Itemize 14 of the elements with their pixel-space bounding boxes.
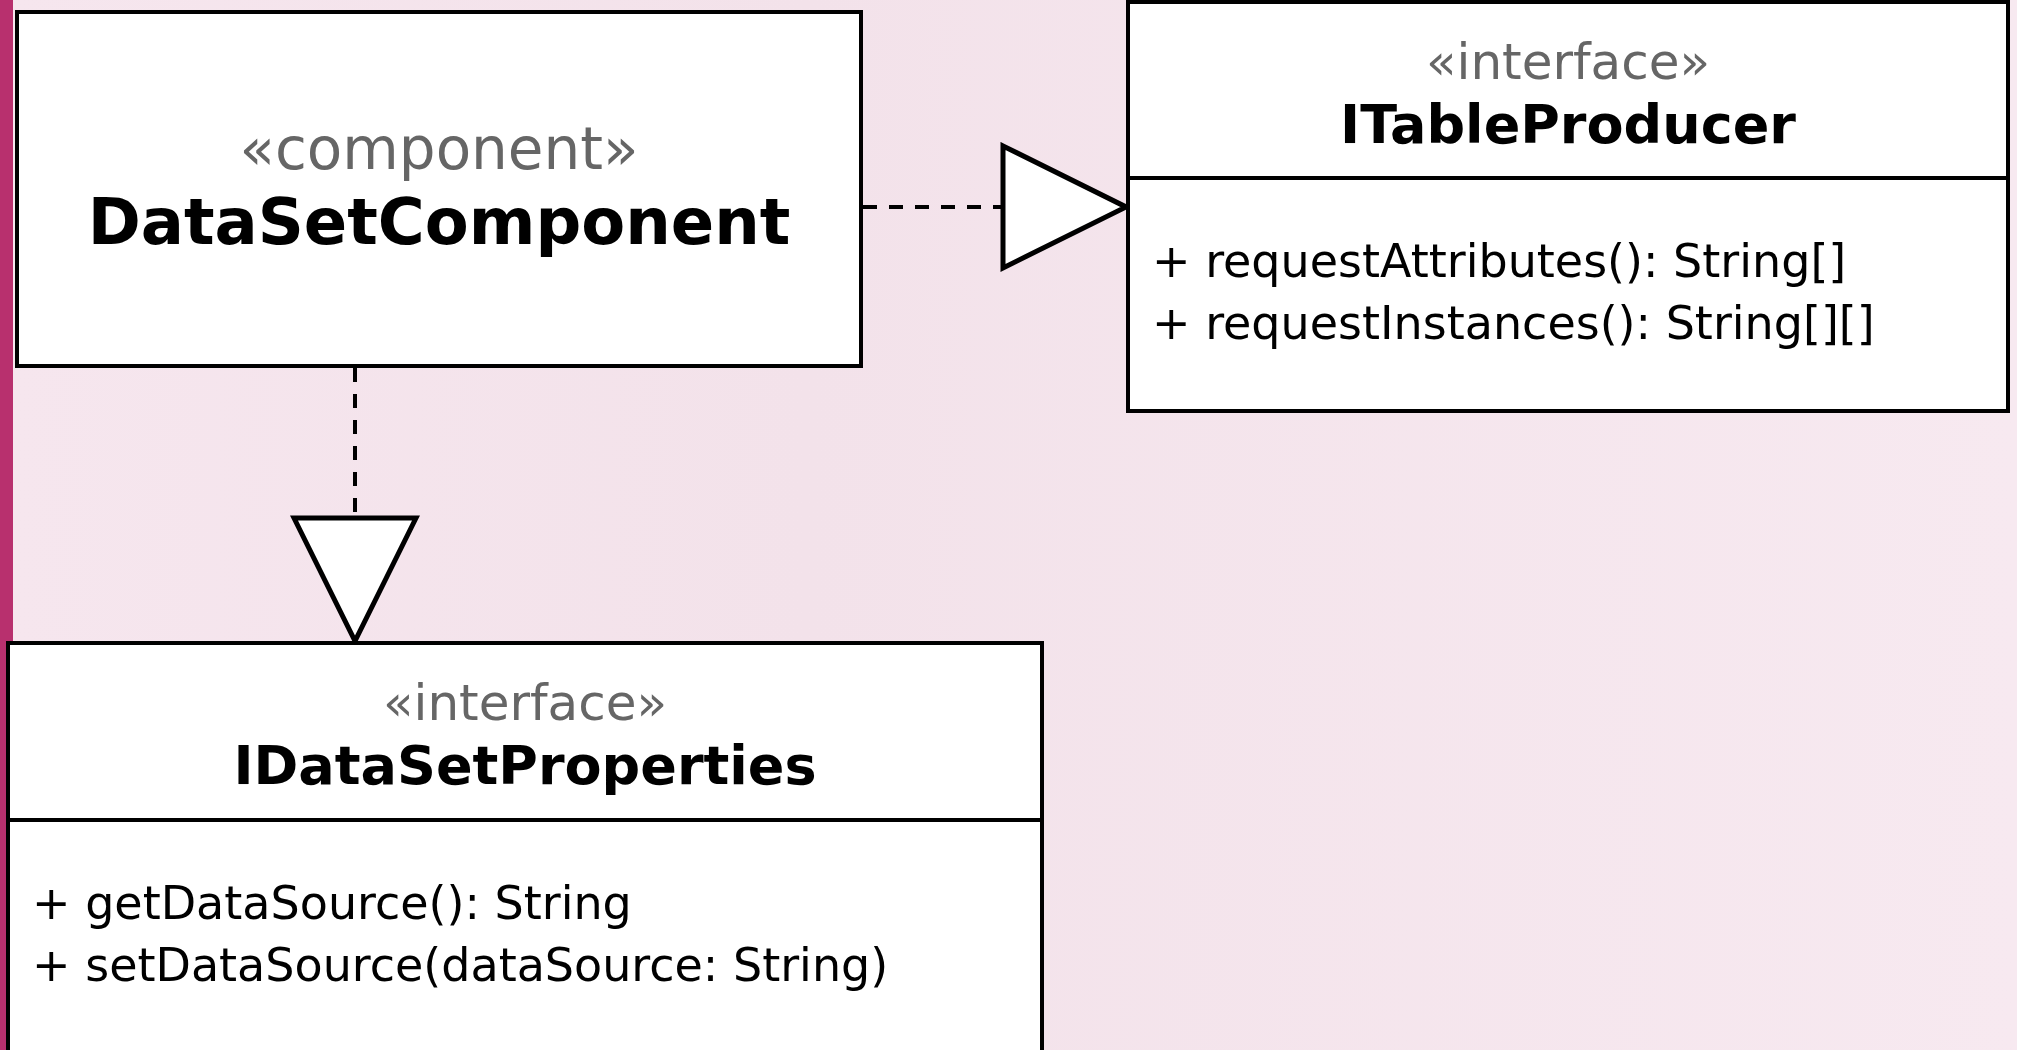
stereotype-label: «interface» [1424,32,1712,92]
operation-text: + setDataSource(dataSource: String) [32,937,890,994]
class-name: DataSetComponent [86,184,792,261]
stereotype-label: «interface» [381,673,669,733]
class-name: ITableProducer [1339,92,1797,157]
interface-class-box [1126,0,2010,413]
operation-text: + requestAttributes(): String[] [1152,233,1848,290]
class-name: IDataSetProperties [232,733,818,798]
operation-text: + getDataSource(): String [32,875,633,932]
component-box [15,10,863,368]
interface-class-box [6,641,1044,1050]
realization-arrow [291,368,419,644]
operation-text: + requestInstances(): String[][] [1152,295,1876,352]
stereotype-label: «component» [238,114,640,184]
